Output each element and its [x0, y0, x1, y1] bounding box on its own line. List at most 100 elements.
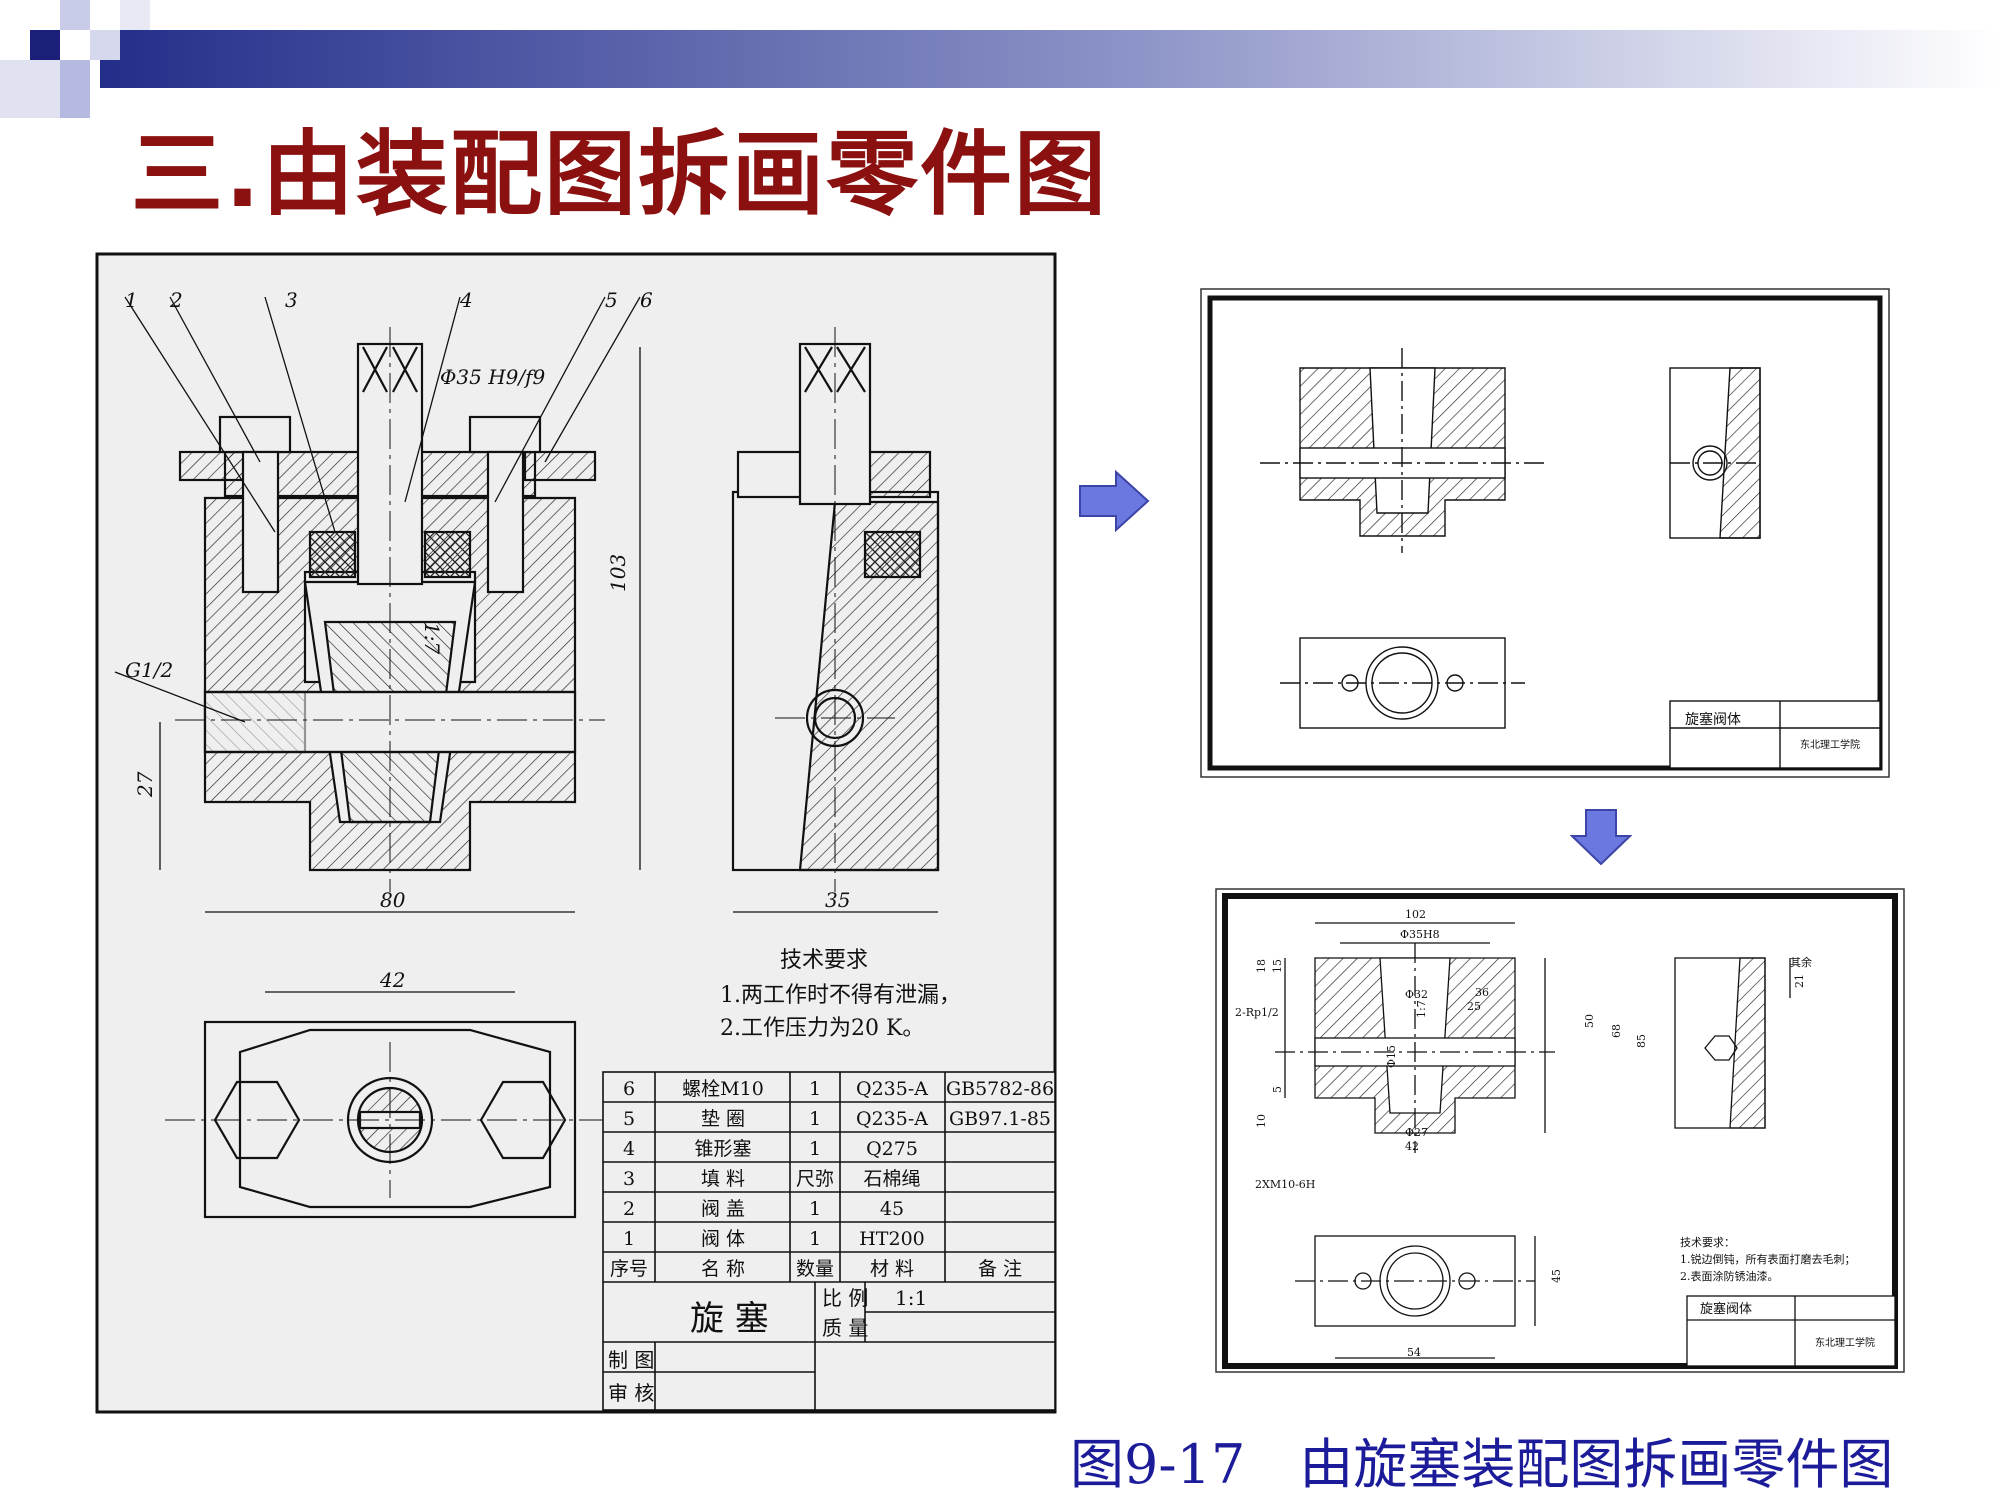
bom-note: GB5782-86	[946, 1078, 1054, 1100]
final-title-block-name: 旋塞阀体	[1700, 1301, 1752, 1317]
dim-25: 25	[1467, 1000, 1481, 1013]
dim-35h8: Φ35H8	[1400, 928, 1440, 941]
bom-note: GB97.1-85	[949, 1108, 1051, 1130]
part-number-label: 6	[640, 288, 653, 312]
deco-square	[60, 0, 90, 30]
front-section-view	[175, 327, 605, 892]
bom-qty: 尺弥	[796, 1168, 834, 1190]
dimension-lines	[114, 296, 938, 993]
bom-qty: 1	[809, 1198, 821, 1220]
arrow-right-icon	[1079, 470, 1150, 532]
bom-mat: Q235-A	[856, 1108, 928, 1130]
part-number-label: 3	[285, 288, 298, 312]
w35-dimension: 35	[825, 888, 850, 912]
header-decoration	[0, 0, 2000, 118]
bom-header-qty: 数量	[796, 1258, 834, 1280]
bom-name: 阀 盖	[701, 1198, 745, 1220]
scale-value: 1:1	[895, 1286, 927, 1310]
tech-requirements: 技术要求 1.两工作时不得有泄漏， 2.工作压力为20 K。	[720, 948, 961, 1041]
bom-qty: 1	[809, 1078, 821, 1100]
tech-req-line: 1.两工作时不得有泄漏，	[720, 983, 961, 1008]
bom-name: 阀 体	[701, 1228, 745, 1250]
bom-no: 6	[623, 1078, 635, 1100]
dim-50: 50	[1583, 1014, 1596, 1028]
weight-label: 质 量	[822, 1316, 868, 1340]
dim-85: 85	[1635, 1034, 1648, 1048]
checked-label: 审 核	[608, 1381, 654, 1405]
dim-45: 45	[1550, 1269, 1563, 1283]
bom-name: 螺栓M10	[682, 1078, 764, 1100]
bom-header-no: 序号	[610, 1258, 648, 1280]
bom-no: 5	[623, 1108, 635, 1130]
w42-dimension: 42	[379, 968, 405, 992]
w80-dimension: 80	[380, 888, 406, 912]
tech-req-line: 2.工作压力为20 K。	[720, 1016, 924, 1041]
dim-15: 15	[1271, 959, 1284, 973]
bom-no: 2	[623, 1198, 635, 1220]
dim-5: 5	[1271, 1086, 1284, 1093]
dim-21: 21	[1793, 974, 1806, 988]
dim-42: 42	[1405, 1140, 1419, 1153]
side-section-view	[731, 327, 940, 892]
bom-mat: Q235-A	[856, 1078, 928, 1100]
final-title-block-school: 东北理工学院	[1815, 1336, 1875, 1349]
arrow-down-icon	[1570, 809, 1632, 866]
dim-27: Φ27	[1405, 1126, 1428, 1139]
part-number-label: 5	[605, 288, 618, 312]
bom-qty: 1	[809, 1138, 821, 1160]
assembly-drawing: 1 2 3 4 5 6 Φ35 H9/f9 G1/2 103 27 80 35 …	[95, 252, 1057, 1414]
bom-name: 锥形塞	[694, 1138, 751, 1160]
dim-102: 102	[1405, 908, 1426, 921]
dim-taper: 1:7	[1415, 1000, 1428, 1018]
final-tech-req-title: 技术要求：	[1680, 1236, 1735, 1249]
height-dimension: 103	[606, 554, 630, 592]
part-sketch-drawing: 旋塞阀体 东北理工学院	[1200, 288, 1890, 778]
dim-10: 10	[1255, 1114, 1268, 1128]
bom-header-note: 备 注	[978, 1258, 1022, 1280]
part-final-drawing: 102 Φ35H8 Φ32 2-Rp1/2 2XM10-6H 54 42 Φ27…	[1215, 888, 1905, 1373]
dim-36: 36	[1475, 986, 1489, 999]
roughness-note: 其余	[1790, 955, 1812, 969]
bom-name: 垫 圈	[701, 1108, 745, 1130]
hole-note: 2XM10-6H	[1255, 1178, 1315, 1191]
bom-no: 4	[623, 1138, 635, 1160]
dim-18: 18	[1255, 959, 1268, 973]
dim-32: Φ32	[1405, 988, 1428, 1001]
final-tech-req-line: 2.表面涂防锈油漆。	[1680, 1269, 1779, 1283]
thread-label: G1/2	[125, 658, 173, 682]
bom-mat: 石棉绳	[863, 1168, 920, 1190]
bom-header-mat: 材 料	[870, 1258, 914, 1280]
part-number-label: 1	[125, 288, 138, 312]
deco-square	[120, 0, 150, 30]
bom-no: 3	[623, 1168, 635, 1190]
h27-dimension: 27	[133, 771, 157, 798]
title-banner	[100, 30, 2000, 88]
assembly-name: 旋 塞	[690, 1299, 769, 1339]
drawn-label: 制 图	[608, 1348, 654, 1372]
sketch-title-block-name: 旋塞阀体	[1685, 711, 1741, 728]
bom-mat: Q275	[866, 1138, 918, 1160]
dim-68: 68	[1610, 1024, 1623, 1038]
dim-15-dia: Φ15	[1385, 1045, 1398, 1068]
top-view	[165, 1020, 615, 1219]
final-tech-req-line: 1.锐边倒钝，所有表面打磨去毛刺；	[1680, 1252, 1856, 1266]
deco-square	[60, 60, 90, 118]
bom-mat: HT200	[859, 1228, 925, 1250]
taper-dimension: 1:7	[420, 622, 444, 654]
dim-54: 54	[1407, 1346, 1421, 1359]
bom-header-name: 名 称	[701, 1258, 745, 1280]
tech-req-title: 技术要求	[780, 948, 868, 973]
slide-title: 三.由装配图拆画零件图	[131, 121, 1108, 228]
fit-dimension: Φ35 H9/f9	[440, 365, 546, 389]
scale-label: 比 例	[822, 1286, 868, 1310]
thread-note: 2-Rp1/2	[1235, 1006, 1279, 1019]
bom-table	[602, 1071, 1056, 1411]
part-number-label: 4	[459, 288, 473, 312]
bom-qty: 1	[809, 1108, 821, 1130]
deco-square	[90, 30, 120, 60]
sketch-title-block-school: 东北理工学院	[1800, 738, 1860, 751]
figure-caption: 图9-17 由旋塞装配图拆画零件图	[1070, 1433, 1894, 1496]
bom-qty: 1	[809, 1228, 821, 1250]
bom-mat: 45	[880, 1198, 904, 1220]
deco-square	[30, 30, 60, 60]
